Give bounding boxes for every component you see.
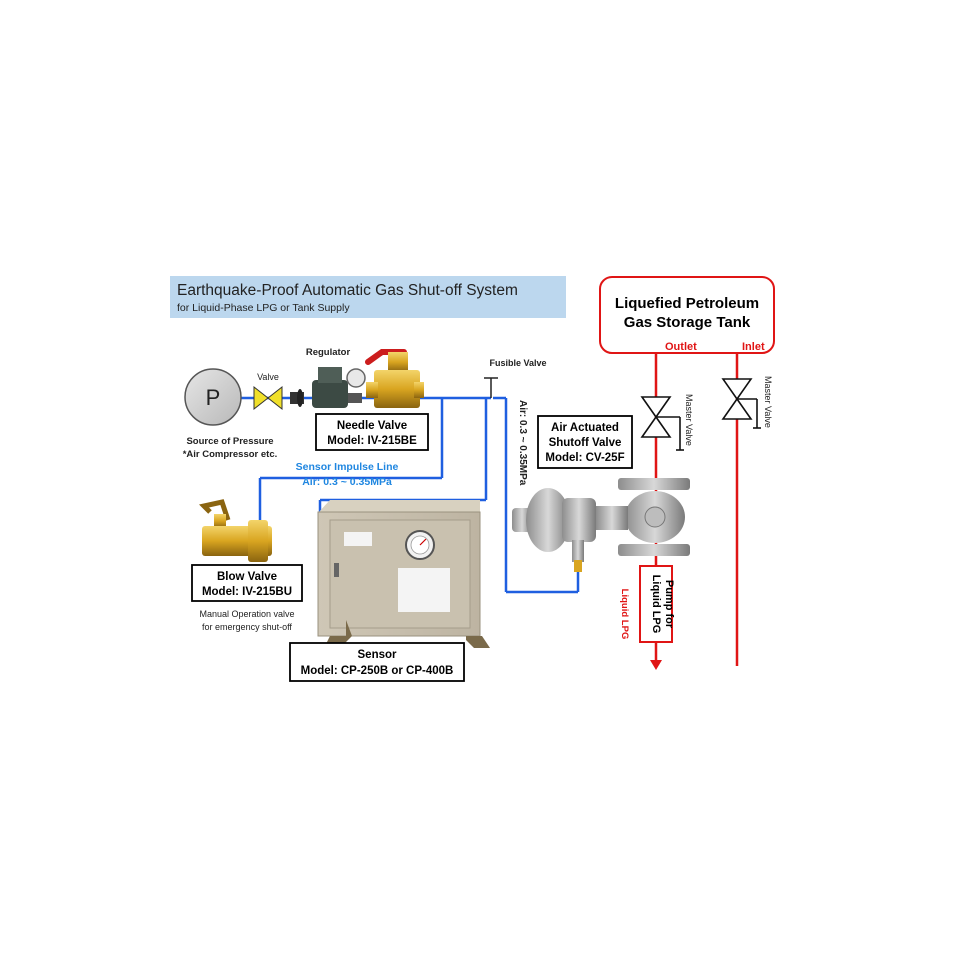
pump-line1: Pump for [663,580,675,629]
liquid-lpg-label: Liquid LPG [619,589,630,640]
shutoff-valve-line1: Air Actuated [551,422,619,434]
pressure-source-note: *Air Compressor etc. [183,449,278,460]
master-valve-outlet-label: Master Valve [684,394,694,446]
diagram-subtitle: for Liquid-Phase LPG or Tank Supply [177,302,350,314]
shutoff-valve-box [537,415,633,469]
air-pressure-vertical: Air: 0.3 ~ 0.35MPa [517,400,528,486]
blow-valve-note-2: for emergency shut-off [202,622,292,632]
sensor-title: Sensor [358,649,398,661]
storage-tank-line1: Liquefied Petroleum [615,295,759,312]
needle-valve-icon [365,349,424,408]
master-valve-inlet-label: Master Valve [763,376,773,428]
needle-valve-model: Model: IV-215BE [327,435,417,447]
impulse-line-title: Sensor Impulse Line [296,461,399,473]
valve-icon [253,385,269,411]
pressure-source-icon [184,368,242,426]
pump-box [639,565,673,643]
lpg-down-arrow-icon [650,660,662,670]
shutoff-valve-icon [512,478,690,572]
shutoff-valve-line2: Shutoff Valve [549,437,622,449]
title-band [170,276,566,318]
master-valve-outlet-icon [640,396,684,451]
sensor-box [289,642,465,682]
pump-line2: Liquid LPG [650,575,662,634]
master-valve-inlet-icon [721,378,761,429]
needle-valve-box [315,413,429,451]
regulator-label: Regulator [306,347,351,358]
fusible-valve-label: Fusible Valve [489,358,546,368]
regulator-icon [290,367,366,408]
shutoff-valve-model: Model: CV-25F [545,452,624,464]
storage-tank-box [599,276,775,354]
sensor-cabinet-icon [317,500,490,648]
inlet-label: Inlet [742,341,765,353]
valve-icon-half [267,385,283,411]
blow-valve-title: Blow Valve [217,571,277,583]
needle-valve-title: Needle Valve [337,420,407,432]
blow-valve-box [191,564,303,602]
blow-valve-note-1: Manual Operation valve [199,609,294,619]
outlet-label: Outlet [665,341,697,353]
fusible-valve-icon [484,377,498,398]
diagram-title: Earthquake-Proof Automatic Gas Shut-off … [177,282,518,299]
storage-tank-line2: Gas Storage Tank [624,314,751,331]
valve-label: Valve [257,372,279,382]
impulse-line-pressure: Air: 0.3 ~ 0.35MPa [302,476,392,488]
pressure-source-label: Source of Pressure [186,436,273,447]
blow-valve-model: Model: IV-215BU [202,586,292,598]
sensor-model: Model: CP-250B or CP-400B [301,665,454,677]
blow-valve-icon [199,499,272,562]
pressure-source-symbol: P [206,385,221,410]
